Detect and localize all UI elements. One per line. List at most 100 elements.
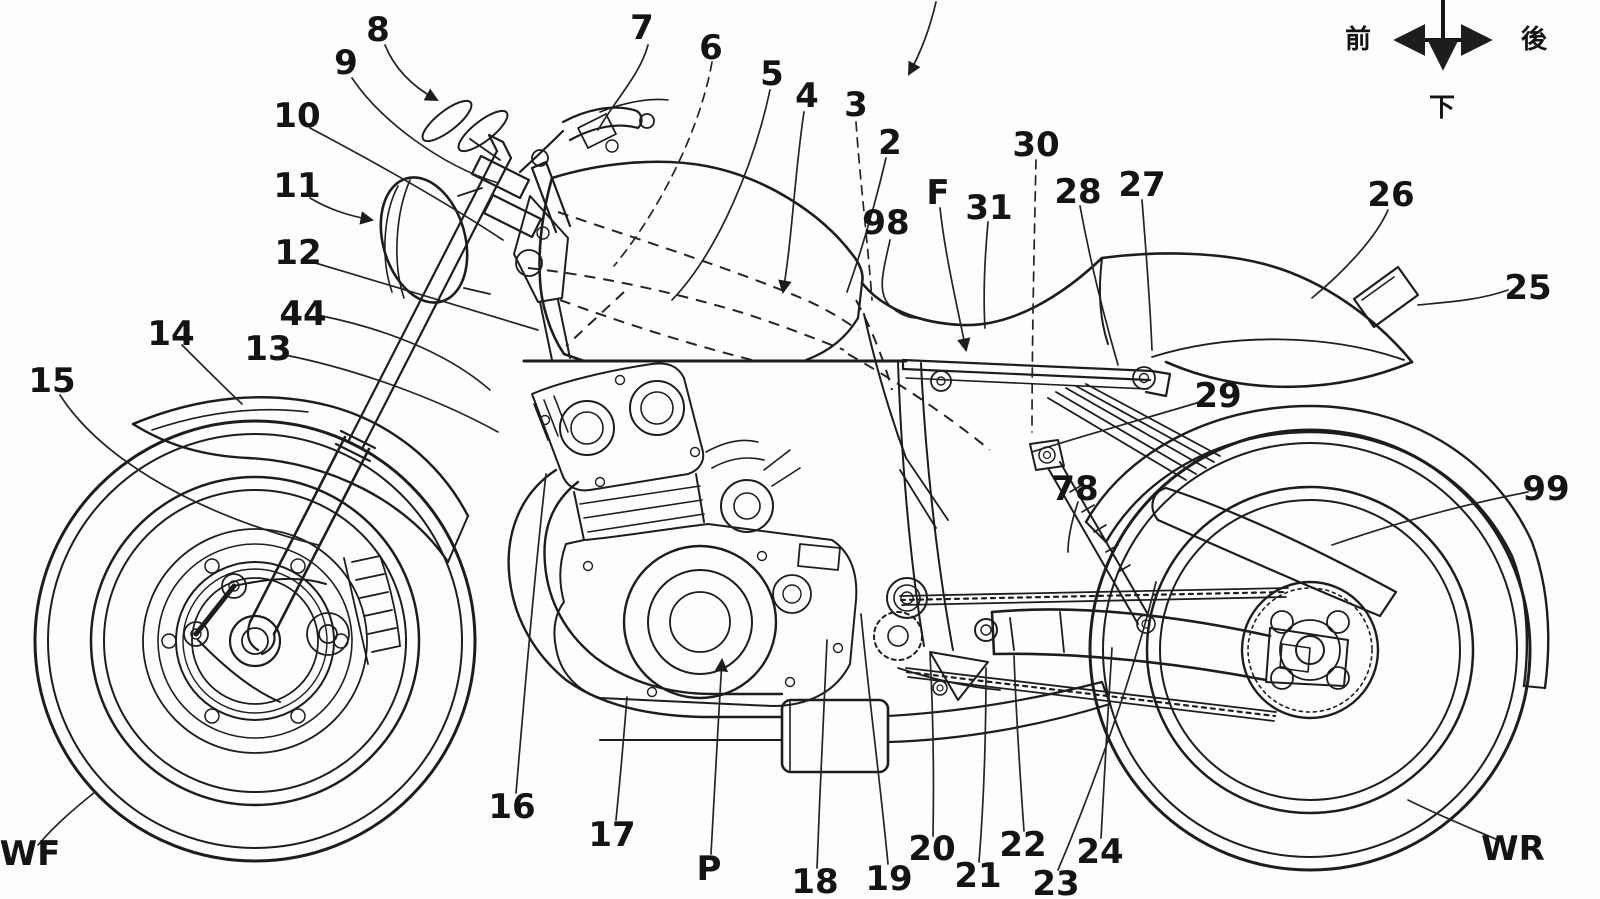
leader-P [710, 657, 729, 855]
leader-6 [613, 61, 713, 267]
tail-light [1352, 265, 1420, 329]
upper-triple-clamp [470, 154, 531, 200]
leader-15 [59, 394, 319, 546]
leader-22 [1013, 655, 1025, 832]
leader-21 [978, 667, 987, 863]
part-label-3: 3 [844, 85, 868, 125]
leader-16 [515, 473, 547, 794]
rear-wheel [1088, 428, 1532, 872]
part-label-24: 24 [1076, 832, 1123, 872]
part-label-F: F [926, 173, 949, 213]
headlight-bracket [457, 187, 491, 295]
part-label-8: 8 [366, 10, 390, 50]
leader-5 [671, 89, 771, 301]
part-label-18: 18 [791, 862, 838, 899]
leader-7 [597, 44, 649, 131]
subframe-strut [1047, 383, 1221, 481]
part-label-22: 22 [999, 825, 1046, 865]
part-label-15: 15 [28, 361, 75, 401]
part-label-14: 14 [147, 314, 194, 354]
drive-chain [873, 587, 1289, 722]
leader-78 [1067, 501, 1079, 553]
part-label-27: 27 [1118, 165, 1165, 205]
front-wheel [33, 419, 477, 863]
leader-27 [1141, 199, 1153, 351]
leader-10 [309, 127, 504, 241]
frame [513, 195, 908, 363]
leader-19 [860, 613, 889, 865]
front-fender [131, 396, 470, 564]
rear-hugger [1151, 486, 1398, 618]
clutch-lever [421, 99, 473, 143]
part-label-99: 99 [1522, 469, 1569, 509]
swingarm [990, 608, 1349, 687]
part-label-17: 17 [588, 815, 635, 855]
brake-lever [599, 98, 669, 113]
part-label-11: 11 [273, 166, 320, 206]
part-label-4: 4 [795, 76, 819, 116]
bar-end [639, 113, 655, 129]
leader-26 [1311, 209, 1389, 299]
leader-8 [384, 44, 439, 101]
switch-housing [457, 109, 509, 153]
part-label-44: 44 [279, 294, 326, 334]
leader-13 [284, 354, 499, 433]
part-label-7: 7 [630, 8, 654, 48]
part-label-13: 13 [244, 329, 291, 369]
part-label-2: 2 [878, 123, 902, 163]
compass-front-label: 前 [1345, 24, 1371, 55]
part-label-12: 12 [274, 233, 321, 273]
part-label-9: 9 [334, 43, 358, 83]
crank-cover [622, 544, 778, 700]
leader-lines [37, 1, 1529, 871]
seat-cowl [860, 252, 1420, 389]
part-label-30: 30 [1012, 125, 1059, 165]
cylinder-block [573, 473, 705, 541]
rear-sprocket [1240, 580, 1380, 720]
compass-rear-label: 後 [1521, 24, 1548, 55]
leader-23 [1057, 581, 1157, 871]
leader-29 [1031, 401, 1201, 453]
leader-4 [778, 111, 805, 295]
engine [531, 362, 858, 707]
part-label-31: 31 [965, 188, 1012, 228]
leader-9 [351, 77, 499, 184]
exhaust-chamber [780, 698, 890, 774]
part-label-98: 98 [862, 203, 909, 243]
leader-3 [855, 121, 873, 301]
leader-25 [1417, 289, 1509, 306]
grip [561, 106, 636, 124]
silencer [886, 680, 1112, 744]
part-label-10: 10 [273, 96, 320, 136]
handlebar [421, 98, 669, 174]
rear-fender [1084, 404, 1550, 690]
part-label-WF: WF [0, 834, 60, 874]
leader-WR [1407, 799, 1499, 841]
leader-98 [881, 239, 917, 319]
part-label-28: 28 [1054, 172, 1101, 212]
master-cylinder [577, 113, 617, 149]
carburetor [720, 479, 774, 533]
front-brake-caliper [306, 555, 401, 665]
subframe [901, 358, 1221, 481]
part-label-WR: WR [1481, 829, 1545, 869]
leader-28 [1079, 205, 1119, 366]
valve-cover [531, 362, 705, 492]
front-fork [247, 133, 572, 656]
leader-30 [1031, 159, 1037, 433]
reference-arrow [908, 1, 937, 76]
part-label-21: 21 [954, 856, 1001, 896]
part-label-23: 23 [1032, 864, 1079, 899]
axle-plate [1265, 627, 1349, 687]
exhaust [507, 468, 1112, 774]
fuel-tank [538, 160, 864, 363]
part-label-19: 19 [865, 859, 912, 899]
leader-31 [983, 221, 989, 329]
leader-44 [321, 315, 491, 391]
part-label-20: 20 [908, 829, 955, 869]
leader-18 [816, 639, 828, 869]
leader-99 [1331, 491, 1529, 546]
crankcase [553, 523, 858, 707]
